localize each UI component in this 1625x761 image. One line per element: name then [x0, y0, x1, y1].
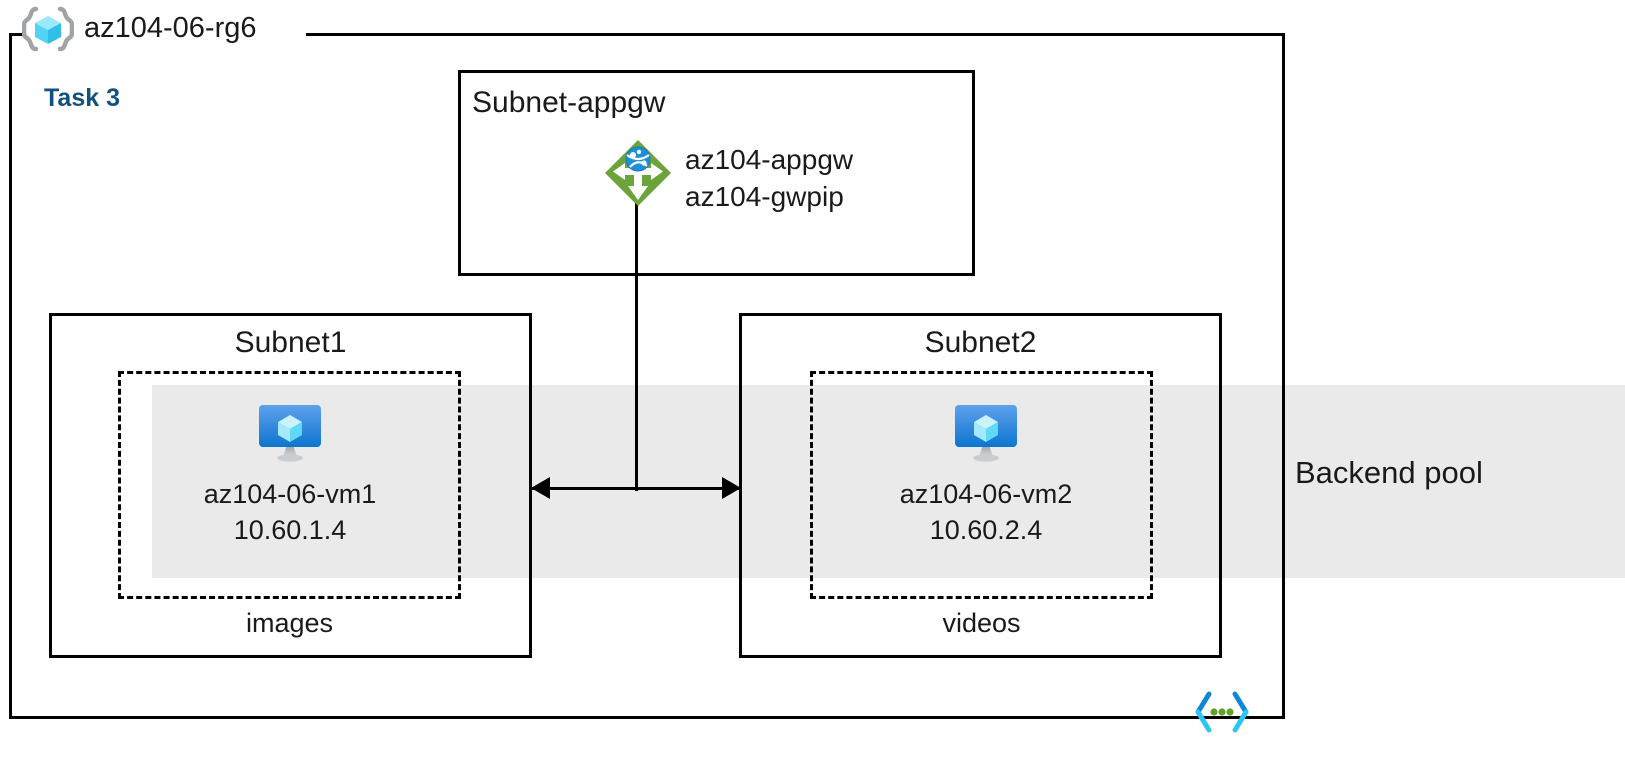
vm1-name: az104-06-vm1	[203, 479, 377, 509]
resource-group-cube-icon	[21, 6, 75, 52]
subnet1-boundary	[49, 313, 532, 658]
vm2-name: az104-06-vm2	[899, 479, 1073, 509]
virtual-machine-icon	[949, 399, 1023, 465]
vm1-block: az104-06-vm1 10.60.1.4	[170, 399, 410, 548]
subnet1-storage-label: images	[245, 608, 334, 638]
virtual-machine-icon	[253, 399, 327, 465]
code-chevron-icon	[1194, 690, 1250, 734]
vm1-ip: 10.60.1.4	[233, 514, 347, 545]
subnet2-title: Subnet2	[924, 326, 1037, 359]
subnet1-subnet2-connector	[531, 487, 741, 490]
subnet2-storage-label: videos	[942, 608, 1021, 638]
subnet-appgw-title: Subnet-appgw	[472, 86, 666, 119]
resource-group-boundary	[9, 33, 1285, 719]
backend-pool-label: Backend pool	[1295, 455, 1483, 490]
backend-pool-band	[152, 385, 1625, 578]
subnet2-vm-group-boundary	[810, 371, 1153, 599]
arrowhead-left-icon	[531, 477, 550, 499]
vm2-labels: az104-06-vm2 10.60.2.4	[866, 477, 1106, 548]
vm2-ip: 10.60.2.4	[929, 514, 1043, 545]
appgw-resource-labels: az104-appgw az104-gwpip	[685, 142, 853, 216]
vm1-labels: az104-06-vm1 10.60.1.4	[170, 477, 410, 548]
subnet1-title: Subnet1	[234, 326, 347, 359]
appgw-name: az104-appgw	[685, 144, 854, 175]
vm2-block: az104-06-vm2 10.60.2.4	[866, 399, 1106, 548]
arrowhead-right-icon	[722, 477, 741, 499]
subnet1-vm-group-boundary	[118, 371, 461, 599]
application-gateway-icon	[603, 138, 673, 208]
subnet-appgw-boundary	[458, 70, 975, 276]
gwpip-name: az104-gwpip	[685, 180, 844, 212]
appgw-to-backend-connector	[635, 203, 638, 491]
resource-group-title: az104-06-rg6	[84, 12, 257, 44]
task-label: Task 3	[44, 84, 120, 112]
